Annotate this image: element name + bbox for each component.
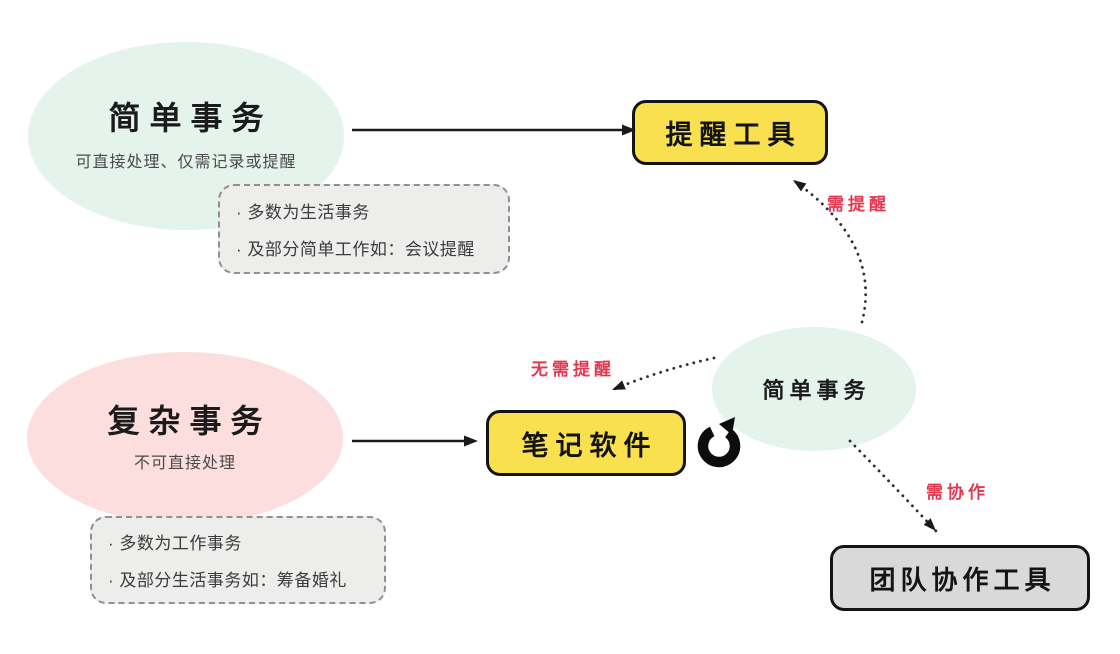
- note-line: · 及部分生活事务如：筹备婚礼: [108, 571, 347, 590]
- notes-app-label: 笔记软件: [521, 430, 658, 461]
- loop-arrow-icon: [697, 417, 741, 468]
- complex-tasks-title: 复杂事务: [107, 402, 272, 439]
- edge-label-need-reminder: 需提醒: [827, 195, 890, 214]
- complex-tasks-note-box: · 多数为工作事务 · 及部分生活事务如：筹备婚礼: [90, 516, 386, 604]
- note-line: · 多数为工作事务: [108, 534, 242, 553]
- simple-tasks-ellipse: 简单事务 可直接处理、仅需记录或提醒: [28, 42, 344, 230]
- note-line: · 及部分简单工作如：会议提醒: [236, 240, 475, 259]
- reminder-tool-node: 提醒工具: [632, 100, 828, 165]
- arrow-complex-to-notes: [352, 435, 478, 447]
- simple-tasks-note-box: · 多数为生活事务 · 及部分简单工作如：会议提醒: [218, 184, 510, 274]
- simple-tasks-hub-label: 简单事务: [762, 378, 871, 403]
- complex-tasks-subtitle: 不可直接处理: [133, 455, 236, 473]
- simple-tasks-title: 简单事务: [108, 99, 273, 136]
- edge-label-need-collab: 需协作: [926, 483, 989, 502]
- team-tool-label: 团队协作工具: [869, 565, 1056, 595]
- complex-tasks-ellipse: 复杂事务 不可直接处理: [27, 352, 343, 524]
- edge-label-no-reminder: 无需提醒: [531, 360, 615, 379]
- arrow-simple-to-reminder: [352, 124, 636, 136]
- reminder-tool-label: 提醒工具: [665, 120, 802, 150]
- dotted-arrow-no-reminder: [610, 356, 716, 392]
- note-line: · 多数为生活事务: [236, 203, 370, 222]
- simple-tasks-subtitle: 可直接处理、仅需记录或提醒: [75, 154, 297, 172]
- notes-app-node: 笔记软件: [486, 410, 686, 476]
- simple-tasks-hub-ellipse: 简单事务: [712, 327, 916, 451]
- team-tool-node: 团队协作工具: [830, 545, 1090, 611]
